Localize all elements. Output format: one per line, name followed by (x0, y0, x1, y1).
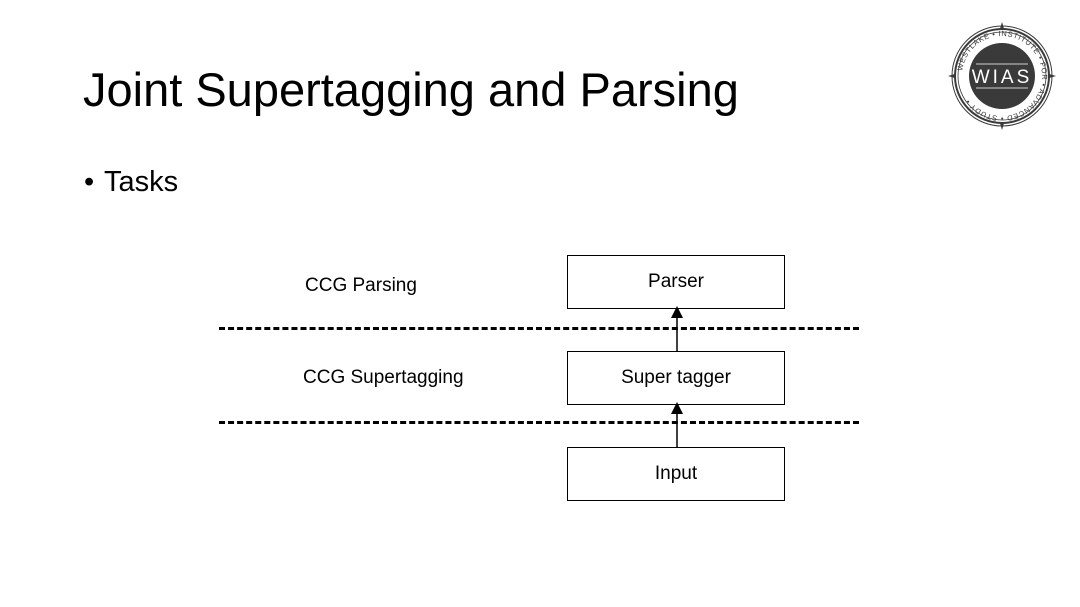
wias-emblem-icon: WESTLAKE • INSTITUTE • FOR • ADVANCED • … (948, 22, 1056, 130)
layer-label-parsing: CCG Parsing (305, 275, 417, 296)
separator-lower (219, 421, 859, 424)
bullet-symbol: • (84, 166, 95, 198)
parser-box-label: Parser (648, 271, 704, 292)
input-box-label: Input (654, 463, 698, 484)
parser-box: Parser (567, 255, 785, 309)
separator-upper (219, 327, 859, 330)
layer-label-supertagging: CCG Supertagging (303, 367, 464, 388)
supertagger-box: Super tagger (567, 351, 785, 405)
logo-center-text: WIAS (972, 67, 1033, 88)
input-box: Input (567, 447, 785, 501)
supertagger-box-label: Super tagger (621, 367, 731, 388)
bullet-text: Tasks (104, 166, 179, 198)
bullet-item: • Tasks (84, 165, 178, 199)
page-title: Joint Supertagging and Parsing (83, 63, 739, 116)
